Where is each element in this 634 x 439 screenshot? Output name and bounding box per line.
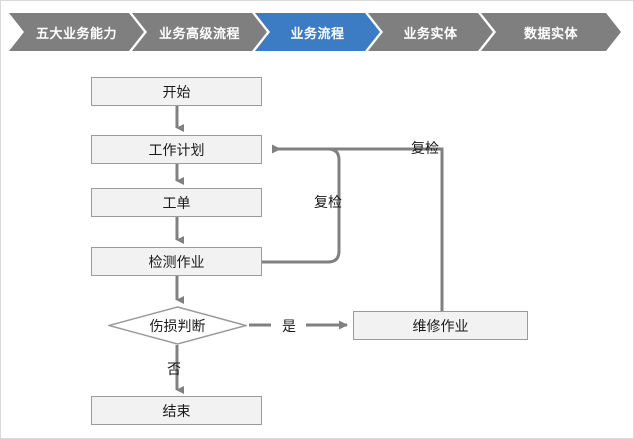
flow-node-repair[interactable]: 维修作业 <box>353 311 528 340</box>
flow-node-inspection[interactable]: 检测作业 <box>91 247 262 276</box>
flow-node-workorder[interactable]: 工单 <box>91 188 262 217</box>
flow-node-workplan[interactable]: 工作计划 <box>91 135 262 164</box>
flow-node-label: 结束 <box>162 403 191 420</box>
flow-node-start[interactable]: 开始 <box>91 77 262 106</box>
flow-node-label: 开始 <box>162 84 191 101</box>
flow-node-label: 伤损判断 <box>149 318 206 335</box>
flow-node-label: 检测作业 <box>148 254 205 271</box>
flow-node-end[interactable]: 结束 <box>91 396 262 425</box>
flow-edge-label-recheck-inner: 复检 <box>314 195 342 211</box>
breadcrumb: 五大业务能力 业务高级流程 业务流程 业务实体 数据实体 <box>1 13 634 51</box>
flow-node-label: 工单 <box>162 195 191 212</box>
decision-diamond-shape <box>108 306 247 345</box>
breadcrumb-step-2[interactable]: 业务高级流程 <box>132 13 267 51</box>
flow-edge-label-yes: 是 <box>282 319 296 335</box>
breadcrumb-step-3[interactable]: 业务流程 <box>255 13 380 51</box>
flow-edge-label-recheck-outer: 复检 <box>411 141 439 157</box>
breadcrumb-step-label: 业务高级流程 <box>158 26 240 42</box>
breadcrumb-step-1[interactable]: 五大业务能力 <box>9 13 144 51</box>
flow-node-label: 维修作业 <box>412 318 469 335</box>
breadcrumb-step-label: 业务流程 <box>290 26 345 42</box>
breadcrumb-step-label: 数据实体 <box>523 26 578 42</box>
breadcrumb-step-5[interactable]: 数据实体 <box>481 13 621 51</box>
breadcrumb-step-label: 业务实体 <box>403 26 458 42</box>
flow-node-decision[interactable]: 伤损判断 <box>108 306 247 345</box>
breadcrumb-step-4[interactable]: 业务实体 <box>368 13 493 51</box>
flow-node-label: 工作计划 <box>148 142 205 159</box>
breadcrumb-step-label: 五大业务能力 <box>35 26 117 42</box>
flow-edge-label-no: 否 <box>167 362 181 378</box>
